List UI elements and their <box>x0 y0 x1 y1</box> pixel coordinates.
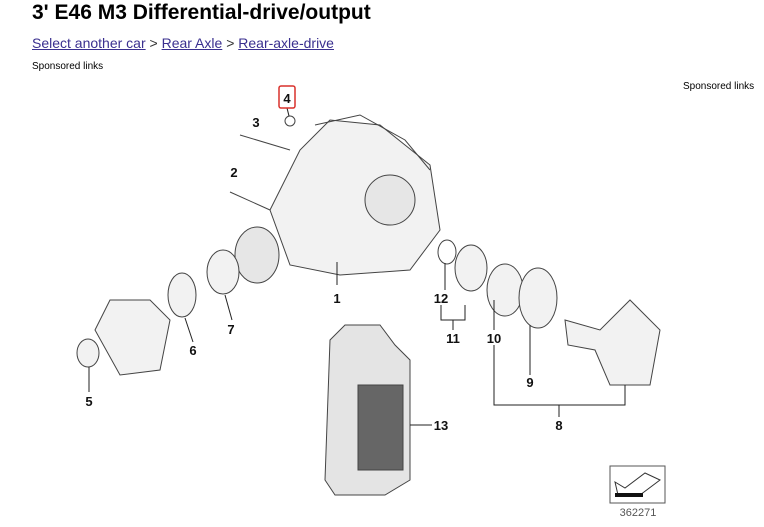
callout-7[interactable]: 7 <box>227 322 234 337</box>
highlighted-callout-box <box>278 85 296 109</box>
breadcrumb-rear-axle-drive[interactable]: Rear-axle-drive <box>238 35 334 51</box>
callout-8[interactable]: 8 <box>555 418 562 433</box>
breadcrumb-rear-axle[interactable]: Rear Axle <box>161 35 223 51</box>
leader-lines <box>88 107 626 426</box>
callout-3[interactable]: 3 <box>252 115 259 130</box>
callout-2[interactable]: 2 <box>230 165 237 180</box>
callout-10[interactable]: 10 <box>487 331 501 346</box>
breadcrumb: Select another car > Rear Axle > Rear-ax… <box>32 35 334 51</box>
breadcrumb-select-car[interactable]: Select another car <box>32 35 146 51</box>
view-direction-icon <box>609 465 666 504</box>
callout-1[interactable]: 1 <box>333 291 340 306</box>
sponsored-links-label: Sponsored links <box>32 61 104 72</box>
callout-9[interactable]: 9 <box>526 375 533 390</box>
callout-6[interactable]: 6 <box>189 343 196 358</box>
callout-5[interactable]: 5 <box>85 394 92 409</box>
diagram-drawing <box>76 114 661 496</box>
callout-12[interactable]: 12 <box>434 291 448 306</box>
callout-13[interactable]: 13 <box>434 418 448 433</box>
page-title: 3' E46 M3 Differential-drive/output <box>32 1 371 24</box>
sponsored-links-label-right: Sponsored links <box>683 81 755 92</box>
callout-4[interactable]: 4 <box>283 91 291 106</box>
callout-11[interactable]: 11 <box>446 331 460 346</box>
diagram-number: 362271 <box>620 507 657 519</box>
